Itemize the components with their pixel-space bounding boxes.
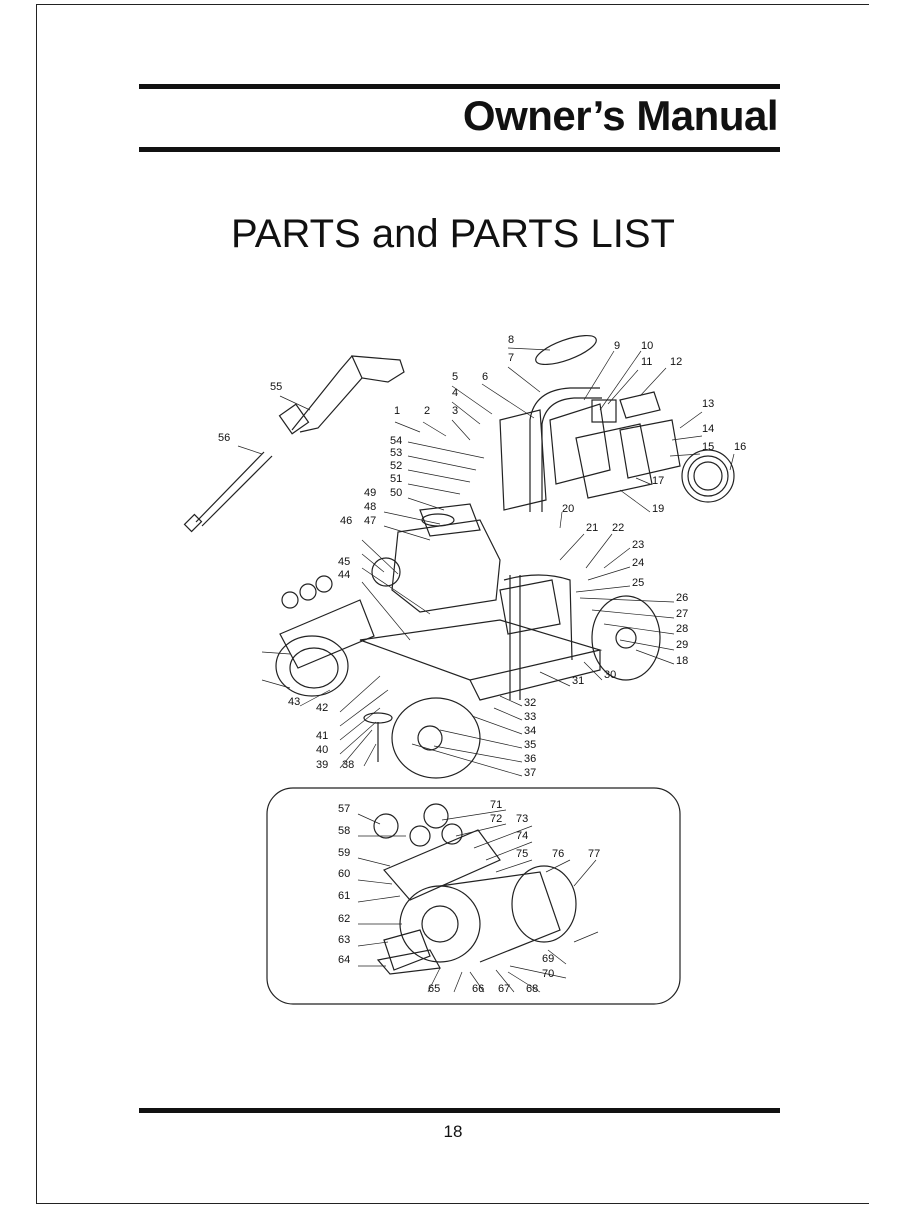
callout-12: 12 [670, 356, 682, 368]
callout-68: 68 [526, 983, 538, 995]
callout-31: 31 [572, 675, 584, 687]
callout-22: 22 [612, 522, 624, 534]
callout-34: 34 [524, 725, 536, 737]
callout-28: 28 [676, 623, 688, 635]
callout-47: 47 [364, 515, 376, 527]
callout-62: 62 [338, 913, 350, 925]
callout-41: 41 [316, 730, 328, 742]
callout-27: 27 [676, 608, 688, 620]
callout-58: 58 [338, 825, 350, 837]
callout-6: 6 [482, 371, 488, 383]
callout-70: 70 [542, 968, 554, 980]
callout-11: 11 [641, 356, 652, 368]
callout-29: 29 [676, 639, 688, 651]
callout-48: 48 [364, 501, 376, 513]
callout-39: 39 [316, 759, 328, 771]
callout-33: 33 [524, 711, 536, 723]
callout-56: 56 [218, 432, 230, 444]
callout-77: 77 [588, 848, 600, 860]
callout-2: 2 [424, 405, 430, 417]
callout-4: 4 [452, 387, 458, 399]
diagram-linework [183, 334, 735, 1005]
callout-15: 15 [702, 441, 714, 453]
callout-38: 38 [342, 759, 354, 771]
callout-32: 32 [524, 697, 536, 709]
callout-57: 57 [338, 803, 350, 815]
callout-50: 50 [390, 487, 402, 499]
callout-18: 18 [676, 655, 688, 667]
callout-55: 55 [270, 381, 282, 393]
page-title: PARTS and PARTS LIST [231, 212, 675, 256]
callout-66: 66 [472, 983, 484, 995]
callout-42: 42 [316, 702, 328, 714]
callout-37: 37 [524, 767, 536, 779]
callout-43: 43 [288, 696, 300, 708]
callout-52: 52 [390, 460, 402, 472]
callout-10: 10 [641, 340, 653, 352]
callout-1: 1 [394, 405, 400, 417]
callout-20: 20 [562, 503, 574, 515]
callout-54: 54 [390, 435, 402, 447]
callout-74: 74 [516, 830, 528, 842]
page-number: 18 [443, 1122, 463, 1141]
callout-19: 19 [652, 503, 664, 515]
callout-75: 75 [516, 848, 528, 860]
callout-14: 14 [702, 423, 714, 435]
callout-35: 35 [524, 739, 536, 751]
callout-69: 69 [542, 953, 554, 965]
callout-9: 9 [614, 340, 620, 352]
callout-49: 49 [364, 487, 376, 499]
callout-45: 45 [338, 556, 350, 568]
callout-72: 72 [490, 813, 502, 825]
callout-24: 24 [632, 557, 644, 569]
callout-25: 25 [632, 577, 644, 589]
callout-64: 64 [338, 954, 350, 966]
callout-30: 30 [604, 669, 616, 681]
callout-67: 67 [498, 983, 510, 995]
callout-51: 51 [390, 473, 402, 485]
callout-23: 23 [632, 539, 644, 551]
callout-76: 76 [552, 848, 564, 860]
leader-lines [237, 347, 735, 993]
callout-17: 17 [652, 475, 664, 487]
header-rule-bottom [139, 147, 780, 152]
callout-59: 59 [338, 847, 350, 859]
callout-53: 53 [390, 447, 402, 459]
callout-26: 26 [676, 592, 688, 604]
callout-21: 21 [586, 522, 598, 534]
part-callouts: 1 2 3 4 5 6 7 8 9 10 11 12 13 14 15 16 1… [218, 334, 746, 995]
header-rule-top [139, 84, 780, 89]
callout-36: 36 [524, 753, 536, 765]
callout-5: 5 [452, 371, 458, 383]
callout-60: 60 [338, 868, 350, 880]
callout-61: 61 [338, 890, 350, 902]
callout-16: 16 [734, 441, 746, 453]
callout-40: 40 [316, 744, 328, 756]
footer-rule [139, 1108, 780, 1113]
callout-13: 13 [702, 398, 714, 410]
callout-65: 65 [428, 983, 440, 995]
manual-title: Owner’s Manual [462, 92, 779, 139]
callout-73: 73 [516, 813, 528, 825]
callout-63: 63 [338, 934, 350, 946]
callout-71: 71 [490, 799, 502, 811]
callout-8: 8 [508, 334, 514, 346]
callout-44: 44 [338, 569, 350, 581]
callout-7: 7 [508, 352, 514, 364]
page-frame [36, 4, 869, 1204]
callout-3: 3 [452, 405, 458, 417]
callout-46: 46 [340, 515, 352, 527]
